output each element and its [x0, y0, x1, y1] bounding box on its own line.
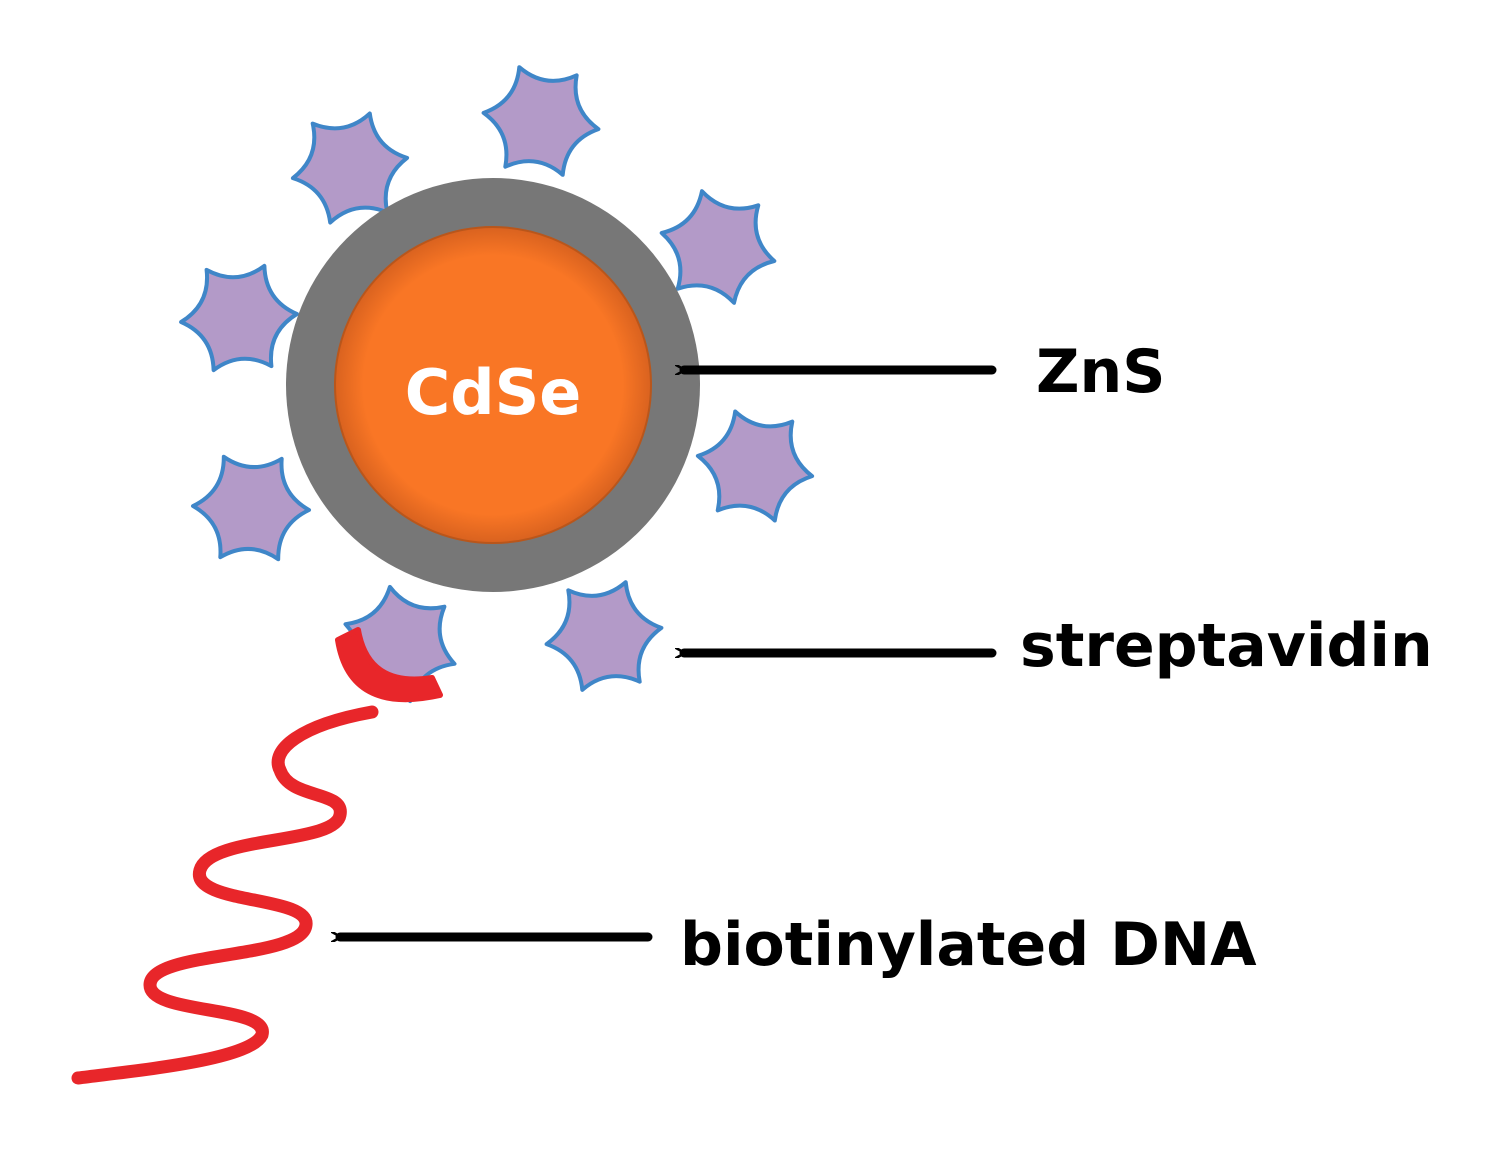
biotinylated-dna-label: biotinylated DNA — [680, 910, 1257, 980]
biotinylated-dna-strand — [71, 627, 443, 1085]
streptavidin-protein-icon — [191, 454, 311, 562]
streptavidin-protein-icon — [481, 65, 601, 177]
dna-strand-icon — [71, 705, 379, 1085]
core-label: CdSe — [405, 356, 582, 429]
cdse-core — [334, 226, 652, 544]
zns-label: ZnS — [1036, 337, 1165, 407]
streptavidin-protein-icon — [544, 580, 664, 692]
streptavidin-label: streptavidin — [1020, 611, 1433, 681]
streptavidin-protein-icon — [659, 189, 777, 305]
streptavidin-protein-icon — [695, 409, 815, 523]
biotin-cup-icon — [335, 627, 443, 703]
streptavidin-group — [179, 65, 815, 704]
streptavidin-protein-icon — [179, 263, 299, 373]
